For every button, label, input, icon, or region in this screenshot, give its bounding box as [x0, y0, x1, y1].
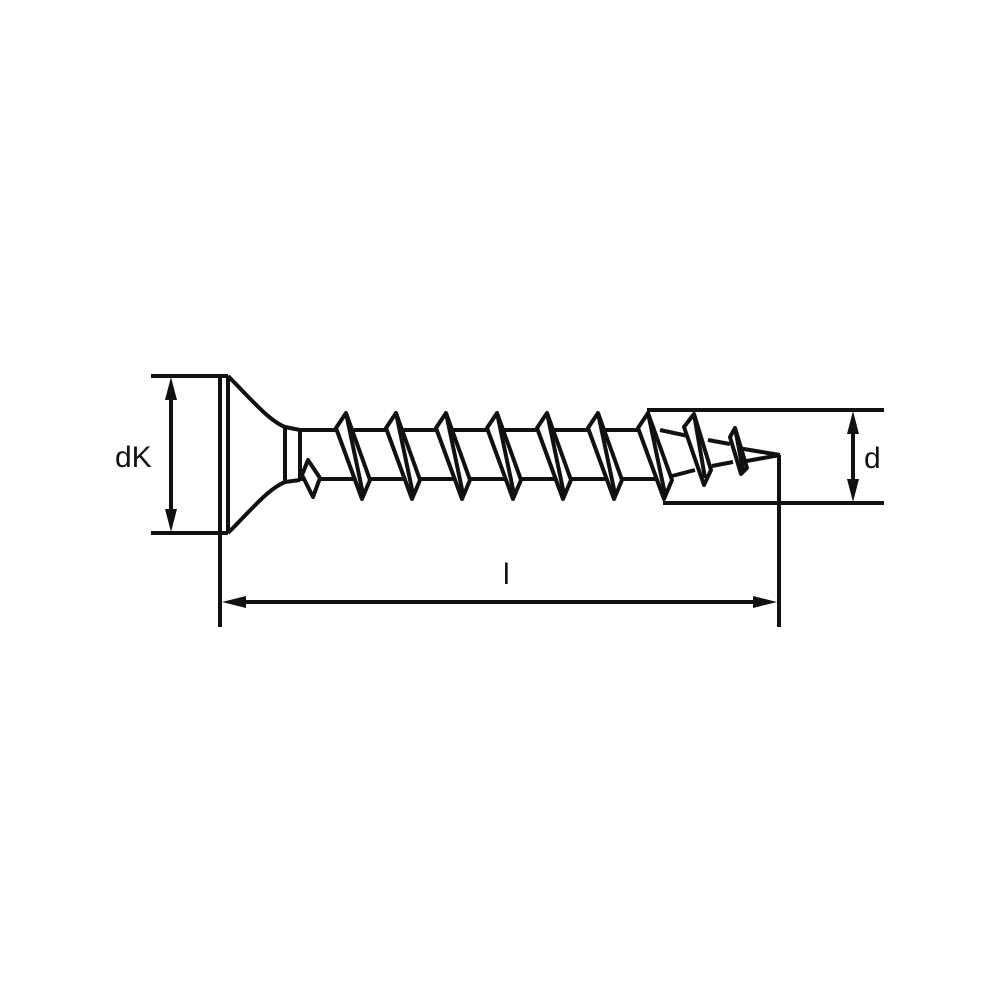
- thread-diameter-label: d: [864, 442, 881, 475]
- arrowhead-down-icon: [847, 479, 859, 502]
- thread-start: [300, 458, 322, 499]
- screw-threads: [300, 411, 674, 501]
- head-diameter-label: dK: [115, 441, 152, 474]
- screw-head: [218, 374, 302, 535]
- thread-diameter-dimension: d: [647, 408, 884, 505]
- length-label: l: [503, 558, 510, 591]
- thread-crest: [586, 411, 624, 501]
- arrowhead-left-icon: [222, 596, 246, 608]
- arrowhead-down-icon: [165, 509, 177, 532]
- screw-tip: [659, 412, 781, 487]
- arrowhead-right-icon: [753, 596, 777, 608]
- arrowhead-up-icon: [165, 377, 177, 400]
- arrowhead-up-icon: [847, 411, 859, 434]
- thread-crest: [384, 411, 422, 501]
- thread-crest: [334, 411, 372, 501]
- length-dimension: l: [218, 455, 781, 627]
- thread-crest: [434, 411, 472, 501]
- thread-crest: [636, 411, 674, 501]
- thread-crest: [535, 411, 573, 501]
- head-diameter-dimension: dK: [115, 374, 228, 535]
- thread-crest: [485, 411, 523, 501]
